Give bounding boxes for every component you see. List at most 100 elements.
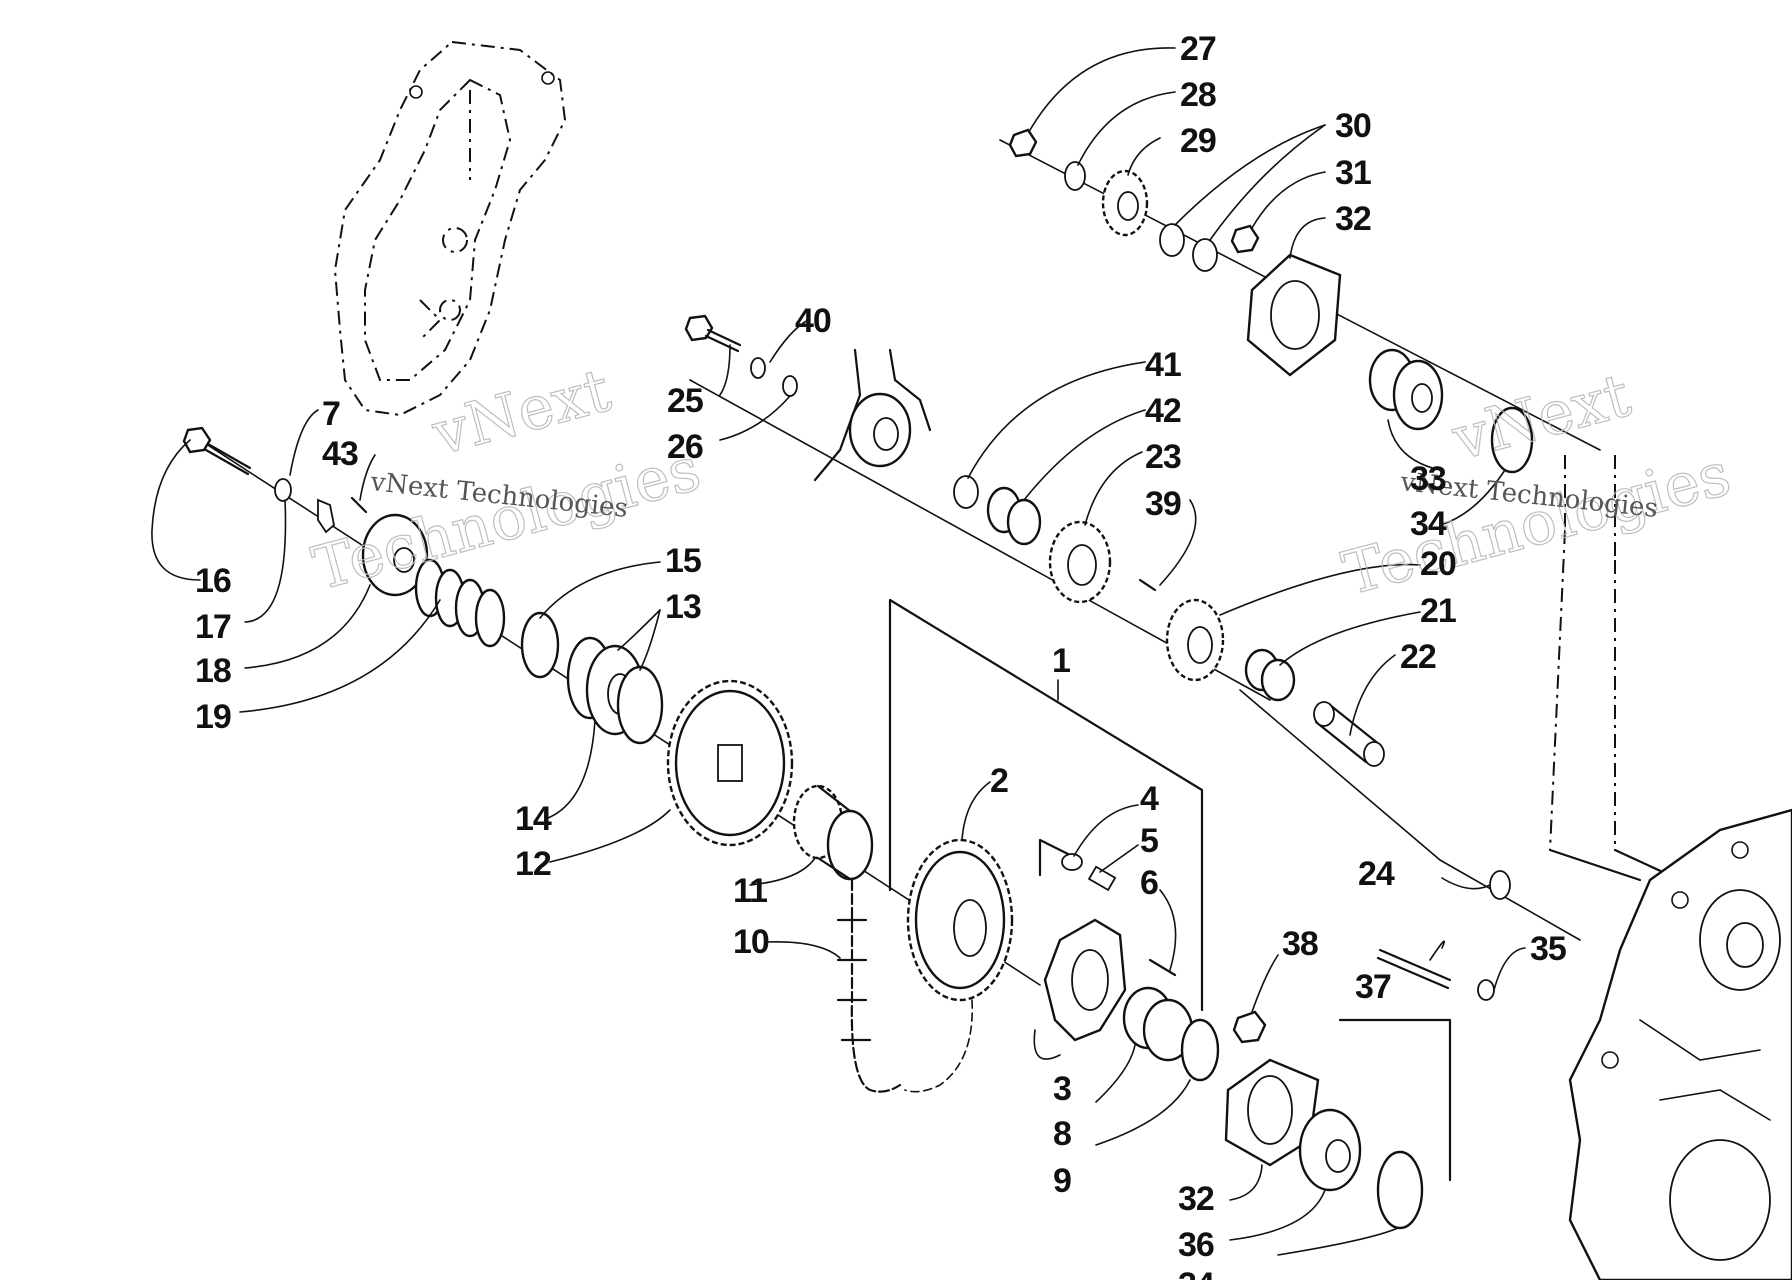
washer-30a	[1159, 223, 1185, 257]
bearing-flange-32-lower	[1224, 1058, 1320, 1167]
washer-26	[782, 375, 798, 397]
washer-17	[274, 478, 292, 502]
callout-20: 20	[1420, 545, 1456, 583]
callout-1: 1	[1052, 642, 1070, 680]
sprocket-2	[906, 838, 1014, 1002]
seal-34-lower	[1376, 1150, 1424, 1230]
callout-36: 36	[1178, 1226, 1214, 1264]
callout-29: 29	[1180, 122, 1216, 160]
callout-22: 22	[1400, 638, 1436, 676]
bolt-16	[182, 426, 252, 476]
pin-43	[350, 496, 368, 514]
washer-9	[1180, 1018, 1220, 1082]
callout-6: 6	[1140, 864, 1158, 902]
callout-43: 43	[322, 435, 358, 473]
callout-40: 40	[795, 302, 831, 340]
callout-23: 23	[1145, 438, 1181, 476]
callout-2: 2	[990, 762, 1008, 800]
washer-24	[1489, 870, 1511, 900]
bushing-21	[1244, 648, 1296, 702]
callout-8: 8	[1053, 1115, 1071, 1153]
sprocket-12	[666, 679, 794, 847]
clip-7	[317, 498, 335, 534]
callout-39: 39	[1145, 485, 1181, 523]
watermark-line2-left: Technologies	[306, 434, 708, 604]
watermark-line2-right: Technologies	[1336, 439, 1738, 609]
leader-lines	[151, 47, 1526, 1256]
callout-31: 31	[1335, 154, 1371, 192]
chaincase-housing	[1568, 808, 1792, 1280]
callout-15: 15	[665, 542, 701, 580]
callout-32-lower: 32	[1178, 1180, 1214, 1218]
callout-24: 24	[1358, 855, 1395, 893]
bearing-33	[1368, 348, 1444, 431]
callout-41: 41	[1145, 346, 1181, 384]
callout-35: 35	[1530, 930, 1566, 968]
callout-42: 42	[1145, 392, 1181, 430]
chaincase-cover-dashed	[333, 40, 567, 417]
callout-14: 14	[515, 800, 552, 838]
plug-4	[1061, 853, 1083, 871]
callout-16: 16	[195, 562, 231, 600]
callout-27: 27	[1180, 30, 1216, 68]
seal-34-upper	[1490, 406, 1534, 474]
nut-27	[1008, 128, 1038, 158]
callout-13: 13	[665, 588, 701, 626]
washer-30b	[1192, 238, 1218, 272]
callout-21: 21	[1420, 592, 1456, 630]
drive-gear-11	[792, 784, 874, 881]
callout-34-upper: 34	[1410, 505, 1447, 543]
screw-6	[1148, 958, 1177, 977]
bushing-42	[986, 486, 1042, 546]
pin-39	[1138, 578, 1157, 592]
watermark-line1-left: vNext	[425, 355, 618, 469]
washer-41	[953, 475, 979, 509]
callout-33: 33	[1410, 460, 1446, 498]
watermark: vNext Technologies vNext Technologies vN…	[305, 355, 1738, 610]
callout-12: 12	[515, 845, 551, 883]
callout-numbers: 1 2 3 4 5 6 7 8 9 10 11 12 13 14 15 16 1…	[195, 30, 1567, 1280]
drive-chain-10	[836, 878, 974, 1093]
callout-26: 26	[667, 428, 703, 466]
callout-32-upper: 32	[1335, 200, 1371, 238]
bearing-36	[1298, 1108, 1362, 1192]
spring-cup-18	[361, 513, 429, 597]
bearing-flange-32-upper	[1246, 253, 1342, 377]
callout-18: 18	[195, 652, 231, 690]
callout-37: 37	[1355, 968, 1391, 1006]
bolt-25	[684, 314, 742, 353]
callout-7: 7	[322, 395, 340, 433]
shaft-22	[1313, 701, 1385, 767]
callout-4: 4	[1140, 780, 1159, 818]
nut-31	[1230, 224, 1260, 254]
callout-5: 5	[1140, 822, 1158, 860]
callout-28: 28	[1180, 76, 1216, 114]
callout-11: 11	[733, 872, 767, 910]
tensioner-plate-3	[1043, 918, 1127, 1042]
bracket-1-outline	[888, 598, 1452, 1182]
stud-37	[1376, 948, 1452, 990]
spring-19	[414, 558, 506, 648]
thrust-bearing-13-14	[566, 636, 664, 745]
washer-35	[1477, 979, 1495, 1001]
washer-28	[1064, 161, 1086, 191]
callout-30: 30	[1335, 107, 1371, 145]
callout-25: 25	[667, 382, 703, 420]
bearing-housing-middle	[813, 348, 932, 482]
bearing-8	[1122, 986, 1194, 1062]
callout-10: 10	[733, 923, 769, 961]
sprocket-23	[1048, 520, 1112, 604]
callout-34-lower: 34	[1178, 1266, 1215, 1280]
housing-guides	[1548, 455, 1682, 882]
callout-19: 19	[195, 698, 231, 736]
snap-ring-15	[520, 611, 560, 679]
callout-38: 38	[1282, 925, 1318, 963]
washer-40	[750, 357, 766, 379]
callout-9: 9	[1053, 1162, 1071, 1200]
spring-5	[1087, 865, 1117, 892]
nut-38	[1232, 1010, 1267, 1044]
callout-17: 17	[195, 608, 231, 646]
sprocket-20	[1165, 598, 1225, 682]
sprocket-29	[1101, 169, 1149, 237]
